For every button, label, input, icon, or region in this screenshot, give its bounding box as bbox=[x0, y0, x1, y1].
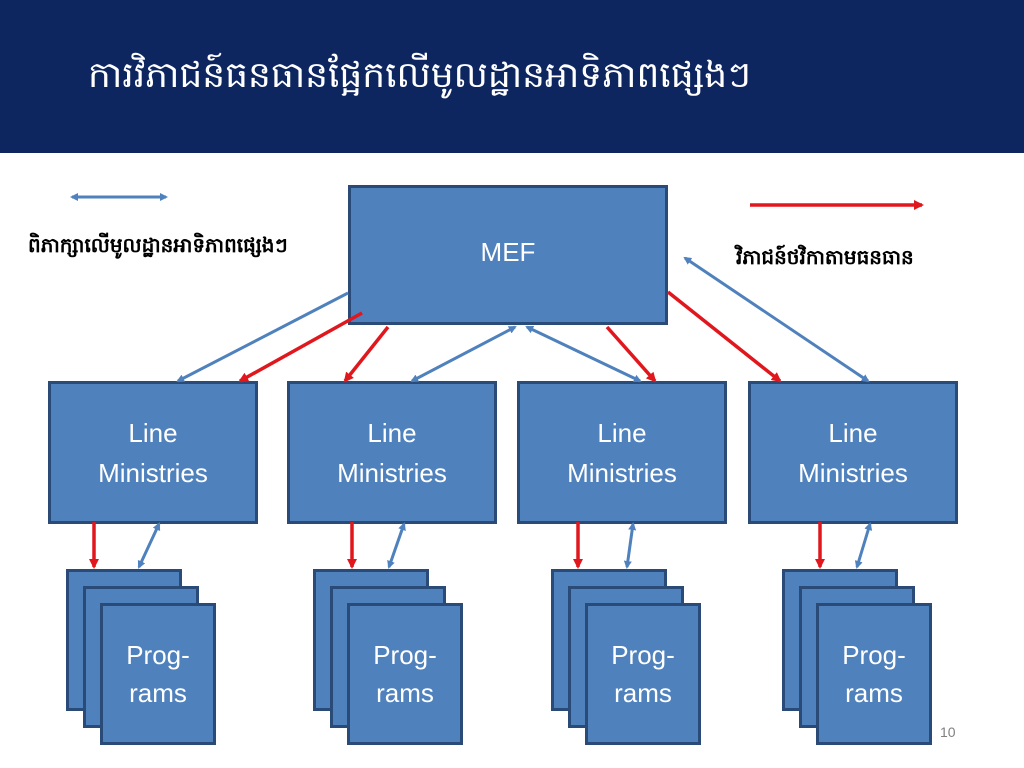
page-number: 10 bbox=[940, 724, 956, 740]
ministry-label-line1: Line bbox=[367, 417, 417, 448]
ministry-label-line2: Ministries bbox=[567, 457, 677, 488]
program-card-front: Prog-rams bbox=[585, 603, 701, 745]
ministry-label-line1: Line bbox=[597, 417, 647, 448]
program-card-front: Prog-rams bbox=[100, 603, 216, 745]
blue-arrow-mef-ministry-2 bbox=[410, 325, 517, 383]
program-label-line1: Prog- bbox=[842, 640, 906, 670]
legend-blue-label: ពិភាក្សាលើមូលដ្ឋានអាទិភាពផ្សេងៗ bbox=[28, 233, 288, 257]
blue-arrow-ministry-program-4 bbox=[854, 522, 873, 569]
blue-arrow-mef-ministry-4 bbox=[683, 256, 870, 383]
program-card-front: Prog-rams bbox=[816, 603, 932, 745]
program-label-line2: rams bbox=[614, 678, 672, 708]
blue-arrow-ministry-program-3 bbox=[623, 522, 637, 569]
blue-arrow-ministry-program-1 bbox=[137, 522, 161, 569]
mef-label: MEF bbox=[480, 236, 536, 267]
red-arrow-mef-ministry-4 bbox=[666, 290, 782, 383]
red-arrow-mef-ministry-2 bbox=[343, 325, 390, 383]
red-arrow-mef-ministry-3 bbox=[605, 325, 657, 383]
slide-title: ការវិភាជន៍ធនធានផ្អែកលើមូលដ្ឋានអាទិភាពផ្ស… bbox=[88, 55, 751, 96]
program-label-line1: Prog- bbox=[126, 640, 190, 670]
program-card-front: Prog-rams bbox=[347, 603, 463, 745]
title-bar: ការវិភាជន៍ធនធានផ្អែកលើមូលដ្ឋានអាទិភាពផ្ស… bbox=[0, 0, 1024, 153]
program-label-line1: Prog- bbox=[373, 640, 437, 670]
legend-red-label: វិភាជន៍ថវិកាតាមធនធាន bbox=[736, 245, 914, 269]
blue-arrow-ministry-program-2 bbox=[387, 522, 406, 569]
ministry-label-line2: Ministries bbox=[798, 457, 908, 488]
program-label-line2: rams bbox=[845, 678, 903, 708]
blue-arrow-mef-ministry-1 bbox=[176, 291, 349, 383]
ministry-label-line1: Line bbox=[128, 417, 178, 448]
ministry-label-line2: Ministries bbox=[337, 457, 447, 488]
program-label-line1: Prog- bbox=[611, 640, 675, 670]
red-arrow-mef-ministry-1 bbox=[238, 311, 363, 383]
program-label-line2: rams bbox=[376, 678, 434, 708]
mef-node: MEF bbox=[348, 185, 668, 325]
blue-arrow-mef-ministry-3 bbox=[525, 325, 642, 383]
program-label-line2: rams bbox=[129, 678, 187, 708]
ministry-label-line2: Ministries bbox=[98, 457, 208, 488]
ministry-label-line1: Line bbox=[828, 417, 878, 448]
